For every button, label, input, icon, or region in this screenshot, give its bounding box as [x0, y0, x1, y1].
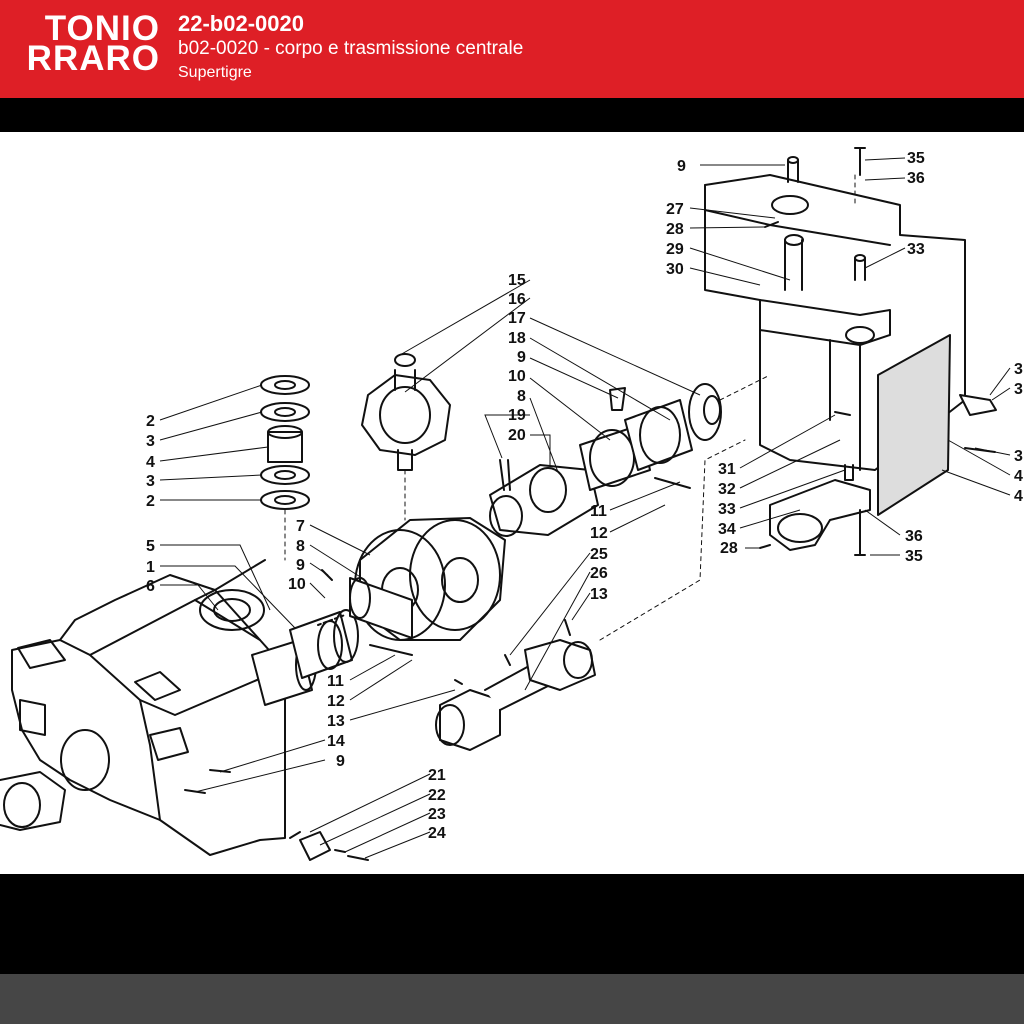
lower-cardan-shaft	[435, 619, 596, 751]
lower-bracket	[769, 464, 871, 556]
callout-3-e[interactable]: 3	[1014, 448, 1023, 465]
callout-27[interactable]: 27	[666, 201, 684, 218]
callout-28[interactable]: 28	[666, 221, 684, 238]
callout-3-c[interactable]: 3	[1014, 361, 1023, 378]
callout-4-c[interactable]: 4	[1014, 488, 1023, 505]
callout-3-d[interactable]: 3	[1014, 381, 1023, 398]
callout-35[interactable]: 35	[907, 150, 925, 167]
callout-30[interactable]: 30	[666, 261, 684, 278]
cross-housing-top	[361, 353, 451, 471]
callout-16[interactable]: 16	[508, 291, 526, 308]
callout-34[interactable]: 34	[718, 521, 736, 538]
side-plate	[877, 334, 951, 516]
callout-33-b[interactable]: 33	[718, 501, 736, 518]
callout-11[interactable]: 11	[590, 503, 607, 520]
callout-11-b[interactable]: 11	[327, 673, 344, 690]
logo-line-1: TONIO	[44, 9, 160, 48]
callout-2-b[interactable]: 2	[146, 493, 155, 510]
header-bar: TONIO RRARO 22-b02-0020 b02-0020 - corpo…	[0, 0, 1024, 98]
callout-36-b[interactable]: 36	[905, 528, 923, 545]
callout-8-b[interactable]: 8	[296, 538, 305, 555]
callout-13[interactable]: 13	[590, 586, 608, 603]
callout-8[interactable]: 8	[517, 388, 526, 405]
callout-9-b[interactable]: 9	[517, 349, 526, 366]
callout-24[interactable]: 24	[428, 825, 446, 842]
callout-4[interactable]: 4	[146, 454, 155, 471]
callout-2[interactable]: 2	[146, 413, 155, 430]
callout-35-b[interactable]: 35	[905, 548, 923, 565]
part-code: 22-b02-0020	[178, 11, 304, 36]
callout-25[interactable]: 25	[590, 546, 608, 563]
fasteners	[184, 221, 997, 861]
callout-5[interactable]: 5	[146, 538, 155, 555]
logo-line-2: RRARO	[26, 39, 160, 78]
callout-22[interactable]: 22	[428, 787, 446, 804]
model-name: Supertigre	[178, 64, 252, 81]
callout-12-b[interactable]: 12	[327, 693, 345, 710]
callout-1[interactable]: 1	[146, 559, 155, 576]
callout-33[interactable]: 33	[907, 241, 925, 258]
callout-31[interactable]: 31	[718, 461, 736, 478]
exploded-diagram[interactable]: 9 35 36 27 28 29 33 30 15 16 17 18 9 10 …	[0, 132, 1024, 874]
callout-6[interactable]: 6	[146, 578, 155, 595]
callout-10[interactable]: 10	[508, 368, 526, 385]
brand-logo: TONIO RRARO	[0, 9, 160, 78]
leader-lines	[159, 157, 1011, 859]
callout-29[interactable]: 29	[666, 241, 684, 258]
callout-13-b[interactable]: 13	[327, 713, 345, 730]
callout-3[interactable]: 3	[146, 433, 155, 450]
callout-labels: 9 35 36 27 28 29 33 30 15 16 17 18 9 10 …	[146, 150, 1023, 842]
callout-17[interactable]: 17	[508, 310, 526, 327]
input-shaft	[0, 771, 66, 831]
callout-9-d[interactable]: 9	[336, 753, 345, 770]
callout-36[interactable]: 36	[907, 170, 925, 187]
diagram-svg: 9 35 36 27 28 29 33 30 15 16 17 18 9 10 …	[0, 147, 1023, 861]
callout-18[interactable]: 18	[508, 330, 526, 347]
bottom-black-bar	[0, 874, 1024, 974]
washer-stack	[260, 375, 310, 510]
callout-28-b[interactable]: 28	[720, 540, 738, 557]
housing-bearings	[251, 609, 359, 706]
callout-9-c[interactable]: 9	[296, 557, 305, 574]
callout-12[interactable]: 12	[590, 525, 608, 542]
gear-housing	[11, 559, 286, 856]
callout-9[interactable]: 9	[677, 158, 686, 175]
page-subtitle: b02-0020 - corpo e trasmissione centrale	[178, 38, 524, 59]
callout-15[interactable]: 15	[508, 272, 526, 289]
callout-14[interactable]: 14	[327, 733, 345, 750]
bottom-gray-strip	[0, 974, 1024, 1024]
top-black-bar	[0, 98, 1024, 132]
callout-10-b[interactable]: 10	[288, 576, 306, 593]
differential-cage	[349, 517, 506, 641]
pinion-train	[489, 383, 722, 537]
axis-lines	[284, 174, 856, 641]
callout-20[interactable]: 20	[508, 427, 526, 444]
callout-26[interactable]: 26	[590, 565, 608, 582]
callout-3-b[interactable]: 3	[146, 473, 155, 490]
callout-32[interactable]: 32	[718, 481, 736, 498]
callout-4-b[interactable]: 4	[1014, 468, 1023, 485]
callout-19[interactable]: 19	[508, 407, 526, 424]
callout-7[interactable]: 7	[296, 518, 305, 535]
callout-23[interactable]: 23	[428, 806, 446, 823]
callout-21[interactable]: 21	[428, 767, 446, 784]
